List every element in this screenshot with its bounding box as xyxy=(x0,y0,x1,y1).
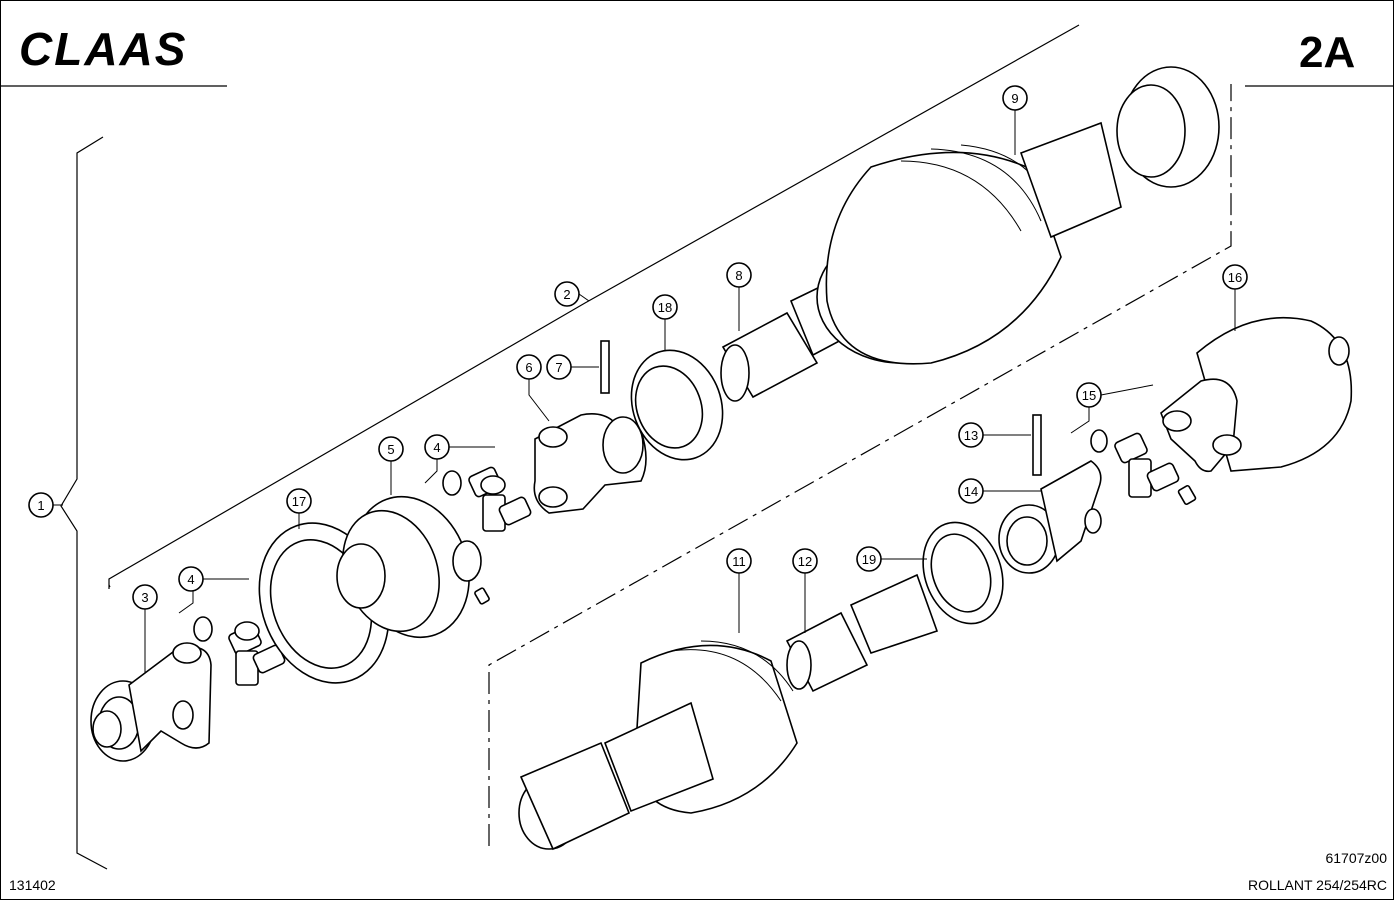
svg-text:13: 13 xyxy=(964,428,978,443)
callout-17 xyxy=(286,488,312,514)
callout-13 xyxy=(958,422,984,448)
callout-14 xyxy=(958,478,984,504)
claas-logo: CLAAS xyxy=(15,23,237,75)
circlip-lower xyxy=(193,616,213,642)
assembly-bracket xyxy=(60,136,108,870)
callout-3 xyxy=(132,584,158,610)
callout-19 xyxy=(856,546,882,572)
callout-5 xyxy=(378,436,404,462)
svg-text:14: 14 xyxy=(964,484,978,499)
callout-18 xyxy=(652,294,678,320)
lower-assembly-outline xyxy=(488,84,1232,846)
callouts: 1 2 3 4 4 5 6 7 8 xyxy=(28,85,1248,673)
cross-joint-right xyxy=(1114,432,1180,498)
part-7-pin xyxy=(600,340,610,394)
callout-2 xyxy=(554,281,580,307)
svg-text:9: 9 xyxy=(1011,91,1018,106)
svg-text:19: 19 xyxy=(862,552,876,567)
svg-text:11: 11 xyxy=(732,554,746,569)
part-6-yoke xyxy=(533,413,647,514)
callout-1 xyxy=(28,492,54,518)
svg-text:4: 4 xyxy=(187,572,194,587)
svg-text:5: 5 xyxy=(387,442,394,457)
callout-4-upper xyxy=(424,434,450,460)
circlip-15 xyxy=(1090,429,1108,453)
callout-6 xyxy=(516,354,542,380)
cross-joint-lower xyxy=(228,621,286,686)
part-16-clutch-yoke xyxy=(1160,316,1353,473)
callout-11 xyxy=(726,548,752,574)
sheet-code: 131402 xyxy=(9,877,56,893)
part-13-pin xyxy=(1032,414,1042,476)
svg-text:15: 15 xyxy=(1082,388,1096,403)
upper-assembly-outline xyxy=(108,24,1080,589)
part-9-guard-cone xyxy=(816,66,1220,365)
svg-text:18: 18 xyxy=(658,300,672,315)
callout-4-lower xyxy=(178,566,204,592)
grease-nipple-5 xyxy=(474,587,490,605)
part-18-guard-ring xyxy=(630,349,724,461)
drawing-number: 61707z00 xyxy=(1325,850,1387,866)
svg-text:7: 7 xyxy=(555,360,562,375)
svg-text:2: 2 xyxy=(563,287,570,302)
brand-logo: CLAAS xyxy=(19,23,187,75)
part-11-guard-cone xyxy=(518,640,798,851)
part-3-yoke-hub xyxy=(90,642,212,762)
svg-text:8: 8 xyxy=(735,268,742,283)
page-code: 2A xyxy=(1299,28,1355,77)
svg-text:1: 1 xyxy=(37,498,44,513)
part-14-yoke-hub xyxy=(998,460,1102,574)
grease-nipple xyxy=(1177,485,1197,505)
callout-12 xyxy=(792,548,818,574)
part-19-flange-ring xyxy=(922,521,1004,625)
svg-text:16: 16 xyxy=(1228,270,1242,285)
callout-9 xyxy=(1002,85,1028,111)
callout-8 xyxy=(726,262,752,288)
callout-15 xyxy=(1076,382,1102,408)
part-5-housing xyxy=(336,495,482,639)
svg-text:12: 12 xyxy=(798,554,812,569)
callout-7 xyxy=(546,354,572,380)
svg-text:17: 17 xyxy=(292,494,306,509)
cross-joint-upper xyxy=(468,466,532,532)
svg-text:6: 6 xyxy=(525,360,532,375)
callout-16 xyxy=(1222,264,1248,290)
svg-text:3: 3 xyxy=(141,590,148,605)
part-12-tube xyxy=(785,573,939,693)
svg-text:4: 4 xyxy=(433,440,440,455)
circlip-upper xyxy=(442,470,462,496)
model-name: ROLLANT 254/254RC xyxy=(1248,877,1387,893)
